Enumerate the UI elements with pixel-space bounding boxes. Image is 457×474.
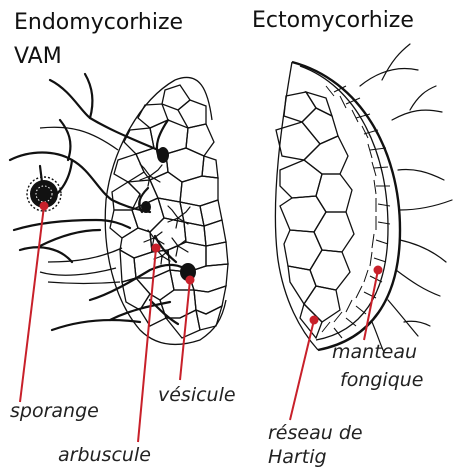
- ecto-hyphae: [360, 44, 452, 352]
- pointer-reseau: [290, 320, 314, 420]
- pointer-vesicule: [180, 280, 190, 380]
- label-sporange: sporange: [10, 400, 99, 422]
- pointer-arbuscule: [138, 248, 156, 442]
- endo-root-section: [40, 77, 228, 344]
- label-hartig: Hartig: [268, 446, 327, 468]
- label-reseau-de: réseau de: [268, 422, 363, 444]
- ecto-root-section: [275, 62, 400, 350]
- ecto-title: Ectomycorhize: [252, 8, 414, 33]
- pointer-manteau: [364, 270, 378, 340]
- label-vesicule: vésicule: [158, 384, 236, 406]
- endo-title: Endomycorhize: [14, 10, 183, 35]
- label-arbuscule: arbuscule: [58, 444, 151, 466]
- endo-subtitle: VAM: [14, 44, 62, 69]
- label-manteau: manteau: [332, 341, 417, 363]
- pointer-sporange: [20, 206, 44, 402]
- arbuscules: [140, 164, 190, 264]
- label-fongique: fongique: [340, 369, 424, 391]
